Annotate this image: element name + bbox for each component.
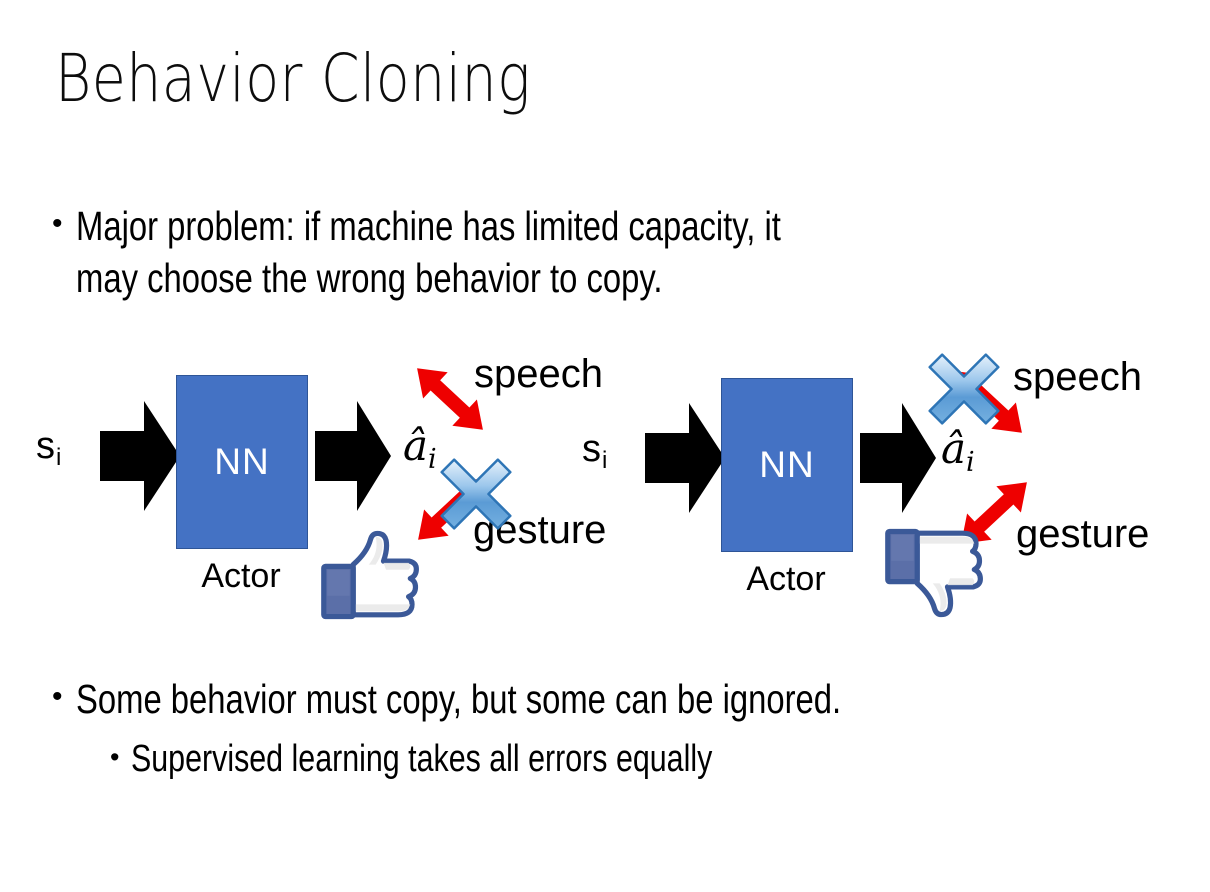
output-label-speech-right: speech: [1013, 355, 1142, 399]
red-arrow-speech-left: [417, 368, 483, 430]
arrow-input-right: [645, 403, 725, 513]
nn-box-label: NN: [214, 441, 270, 482]
bullet-marker: •: [52, 680, 63, 713]
cross-out-icon-gesture-left: [440, 458, 512, 530]
bullet-item-3: • Supervised learning takes all errors e…: [110, 735, 1210, 784]
output-label-speech-left: speech: [474, 352, 603, 396]
bullet-marker: •: [52, 207, 63, 240]
actor-caption-right: Actor: [746, 560, 826, 598]
bullet-text: Supervised learning takes all errors equ…: [131, 738, 713, 780]
output-label-gesture-right: gesture: [1016, 512, 1150, 556]
nn-box-left: NN: [176, 375, 308, 549]
red-arrow-gesture-right: [961, 482, 1027, 544]
input-state-label-right: si: [582, 428, 608, 474]
input-state-label-left: si: [36, 425, 62, 471]
arrow-input-left: [100, 401, 180, 511]
cross-out-icon-speech-right: [928, 353, 1000, 425]
action-label-right: âi: [941, 424, 975, 478]
bullet-item-2: • Some behavior must copy, but some can …: [52, 673, 1210, 725]
bullet-text: Some behavior must copy, but some can be…: [75, 676, 841, 722]
arrow-output-right: [860, 403, 936, 513]
action-label-left: âi: [403, 421, 437, 475]
thumbs-down-icon-right: [885, 528, 983, 618]
nn-box-right: NN: [721, 378, 853, 552]
bullet-item-1: • Major problem: if machine has limited …: [52, 200, 1210, 305]
nn-box-label: NN: [759, 444, 815, 485]
arrow-output-left: [315, 401, 391, 511]
bullet-text: Major problem: if machine has limited ca…: [75, 203, 781, 302]
thumbs-up-icon-left: [321, 530, 419, 620]
actor-caption-left: Actor: [201, 557, 281, 595]
slide-title: Behavior Cloning: [55, 40, 531, 117]
bullet-marker: •: [110, 742, 120, 772]
